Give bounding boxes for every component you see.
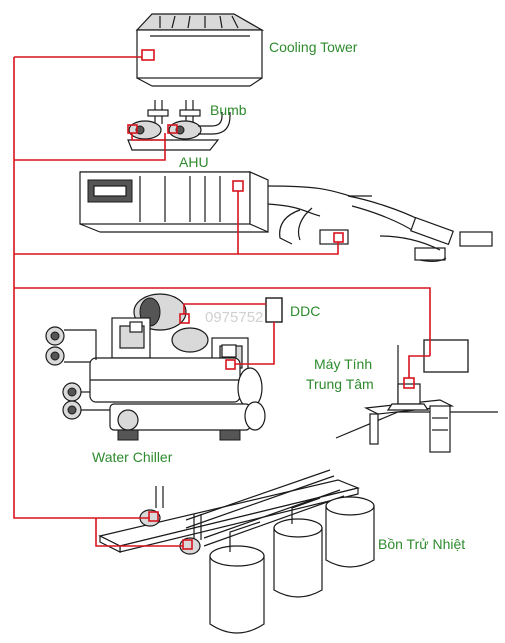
cooling-tower-illustration: [135, 13, 265, 87]
wire-pump: [14, 133, 166, 161]
label-pump: Bumb: [210, 102, 247, 118]
tank-pump-sensor-2: [182, 539, 193, 550]
label-storage-tank: Bồn Trử Nhiệt: [378, 536, 465, 552]
pump-sensor-2: [167, 124, 178, 134]
wire-computer: [408, 355, 430, 378]
ahu-illustration: [79, 171, 493, 262]
control-wiring: [13, 56, 431, 547]
label-cooling-tower: Cooling Tower: [269, 39, 358, 55]
watermark: 0975752: [205, 309, 263, 326]
wire-ahu: [14, 191, 339, 255]
wire-chiller-ddc: [14, 287, 431, 365]
label-ddc: DDC: [290, 303, 320, 319]
label-computer-line2: Trung Tâm: [306, 376, 374, 392]
label-computer-line1: Máy Tính: [314, 356, 372, 372]
ddc-controller-box: [265, 297, 283, 323]
control-panel-box: [423, 339, 469, 373]
central-computer-illustration: [335, 345, 498, 453]
cooling-tower-sensor: [141, 49, 155, 61]
wire-main-bus: [13, 57, 150, 519]
tank-pump-sensor-1: [148, 511, 159, 522]
storage-tank-illustration: [98, 469, 375, 634]
label-ahu: AHU: [179, 154, 209, 170]
label-water-chiller: Water Chiller: [92, 449, 173, 465]
water-chiller-illustration: [45, 293, 266, 441]
wire-tank-pumps: [95, 518, 183, 547]
